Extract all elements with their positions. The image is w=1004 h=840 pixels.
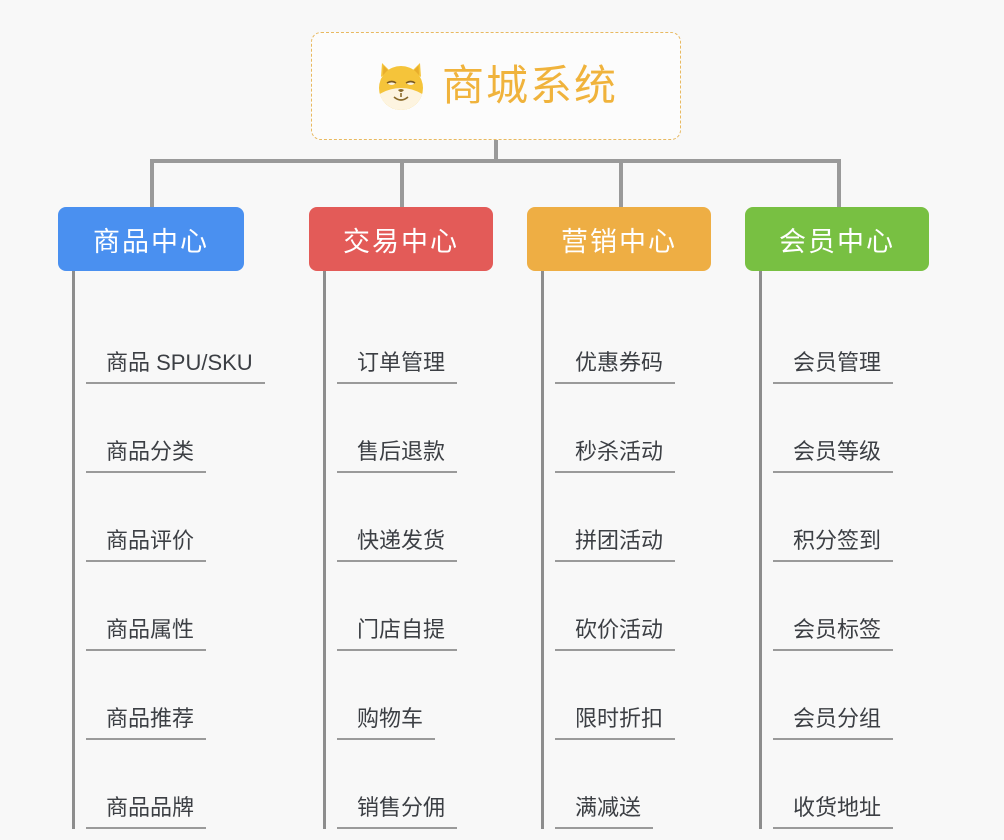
list-item[interactable]: 售后退款: [323, 384, 493, 473]
leaf-list-0: 商品 SPU/SKU 商品分类 商品评价 商品属性 商品推荐 商品品牌: [58, 271, 265, 829]
leaf-trunk-3: [759, 271, 762, 829]
leaf-label: 会员标签: [773, 617, 894, 651]
leaf-label: 秒杀活动: [555, 439, 676, 473]
list-item[interactable]: 砍价活动: [541, 562, 711, 651]
list-item[interactable]: 商品分类: [72, 384, 244, 473]
leaf-label: 优惠券码: [555, 350, 676, 384]
connector-drop-2: [619, 159, 623, 207]
leaf-label: 销售分佣: [337, 795, 458, 829]
list-item[interactable]: 满减送: [541, 740, 711, 829]
leaf-trunk-2: [541, 271, 544, 829]
leaf-label: 购物车: [337, 706, 436, 740]
category-column-0: 商品中心 商品 SPU/SKU 商品分类 商品评价 商品属性 商品推荐 商品品牌: [58, 207, 265, 829]
leaf-label: 门店自提: [337, 617, 458, 651]
leaf-list-3: 会员管理 会员等级 积分签到 会员标签 会员分组 收货地址: [745, 271, 929, 829]
leaf-label: 商品评价: [86, 528, 207, 562]
leaf-label: 商品品牌: [86, 795, 207, 829]
category-header-3[interactable]: 会员中心: [745, 207, 929, 271]
list-item[interactable]: 收货地址: [759, 740, 929, 829]
leaf-label: 订单管理: [337, 350, 458, 384]
list-item[interactable]: 积分签到: [759, 473, 929, 562]
connector-drop-1: [400, 159, 404, 207]
list-item[interactable]: 限时折扣: [541, 651, 711, 740]
list-item[interactable]: 商品 SPU/SKU: [72, 295, 265, 384]
list-item[interactable]: 优惠券码: [541, 295, 711, 384]
leaf-label: 售后退款: [337, 439, 458, 473]
list-item[interactable]: 秒杀活动: [541, 384, 711, 473]
list-item[interactable]: 商品评价: [72, 473, 244, 562]
category-header-0[interactable]: 商品中心: [58, 207, 244, 271]
leaf-label: 快递发货: [337, 528, 458, 562]
leaf-label: 砍价活动: [555, 617, 676, 651]
leaf-list-2: 优惠券码 秒杀活动 拼团活动 砍价活动 限时折扣 满减送: [527, 271, 711, 829]
leaf-label: 商品属性: [86, 617, 207, 651]
category-label-2: 营销中心: [561, 226, 677, 257]
leaf-label: 商品推荐: [86, 706, 207, 740]
leaf-label: 商品分类: [86, 439, 207, 473]
leaf-label: 拼团活动: [555, 528, 676, 562]
leaf-trunk-1: [323, 271, 326, 829]
category-label-0: 商品中心: [93, 226, 209, 257]
category-label-1: 交易中心: [343, 226, 459, 257]
category-label-3: 会员中心: [779, 226, 895, 257]
category-header-1[interactable]: 交易中心: [309, 207, 493, 271]
connector-stem: [494, 140, 498, 162]
connector-drop-0: [150, 159, 154, 207]
list-item[interactable]: 会员管理: [759, 295, 929, 384]
leaf-label: 积分签到: [773, 528, 894, 562]
root-node[interactable]: 商城系统: [311, 32, 681, 140]
list-item[interactable]: 商品属性: [72, 562, 244, 651]
list-item[interactable]: 商品品牌: [72, 740, 244, 829]
connector-drop-3: [837, 159, 841, 207]
list-item[interactable]: 购物车: [323, 651, 493, 740]
leaf-label: 会员分组: [773, 706, 894, 740]
leaf-label: 会员管理: [773, 350, 894, 384]
leaf-label: 满减送: [555, 795, 654, 829]
list-item[interactable]: 会员标签: [759, 562, 929, 651]
leaf-trunk-0: [72, 271, 75, 829]
category-column-2: 营销中心 优惠券码 秒杀活动 拼团活动 砍价活动 限时折扣 满减送: [527, 207, 711, 829]
list-item[interactable]: 会员等级: [759, 384, 929, 473]
leaf-label: 限时折扣: [555, 706, 676, 740]
category-header-2[interactable]: 营销中心: [527, 207, 711, 271]
list-item[interactable]: 门店自提: [323, 562, 493, 651]
list-item[interactable]: 拼团活动: [541, 473, 711, 562]
category-column-1: 交易中心 订单管理 售后退款 快递发货 门店自提 购物车 销售分佣: [309, 207, 493, 829]
leaf-list-1: 订单管理 售后退款 快递发货 门店自提 购物车 销售分佣: [309, 271, 493, 829]
category-column-3: 会员中心 会员管理 会员等级 积分签到 会员标签 会员分组 收货地址: [745, 207, 929, 829]
root-title: 商城系统: [441, 62, 618, 109]
connector-horizontal-bar: [150, 159, 840, 163]
list-item[interactable]: 商品推荐: [72, 651, 244, 740]
list-item[interactable]: 快递发货: [323, 473, 493, 562]
list-item[interactable]: 销售分佣: [323, 740, 493, 829]
list-item[interactable]: 订单管理: [323, 295, 493, 384]
leaf-label: 收货地址: [773, 795, 894, 829]
list-item[interactable]: 会员分组: [759, 651, 929, 740]
leaf-label: 商品 SPU/SKU: [86, 350, 265, 384]
leaf-label: 会员等级: [773, 439, 894, 473]
shiba-dog-icon: [378, 63, 423, 111]
